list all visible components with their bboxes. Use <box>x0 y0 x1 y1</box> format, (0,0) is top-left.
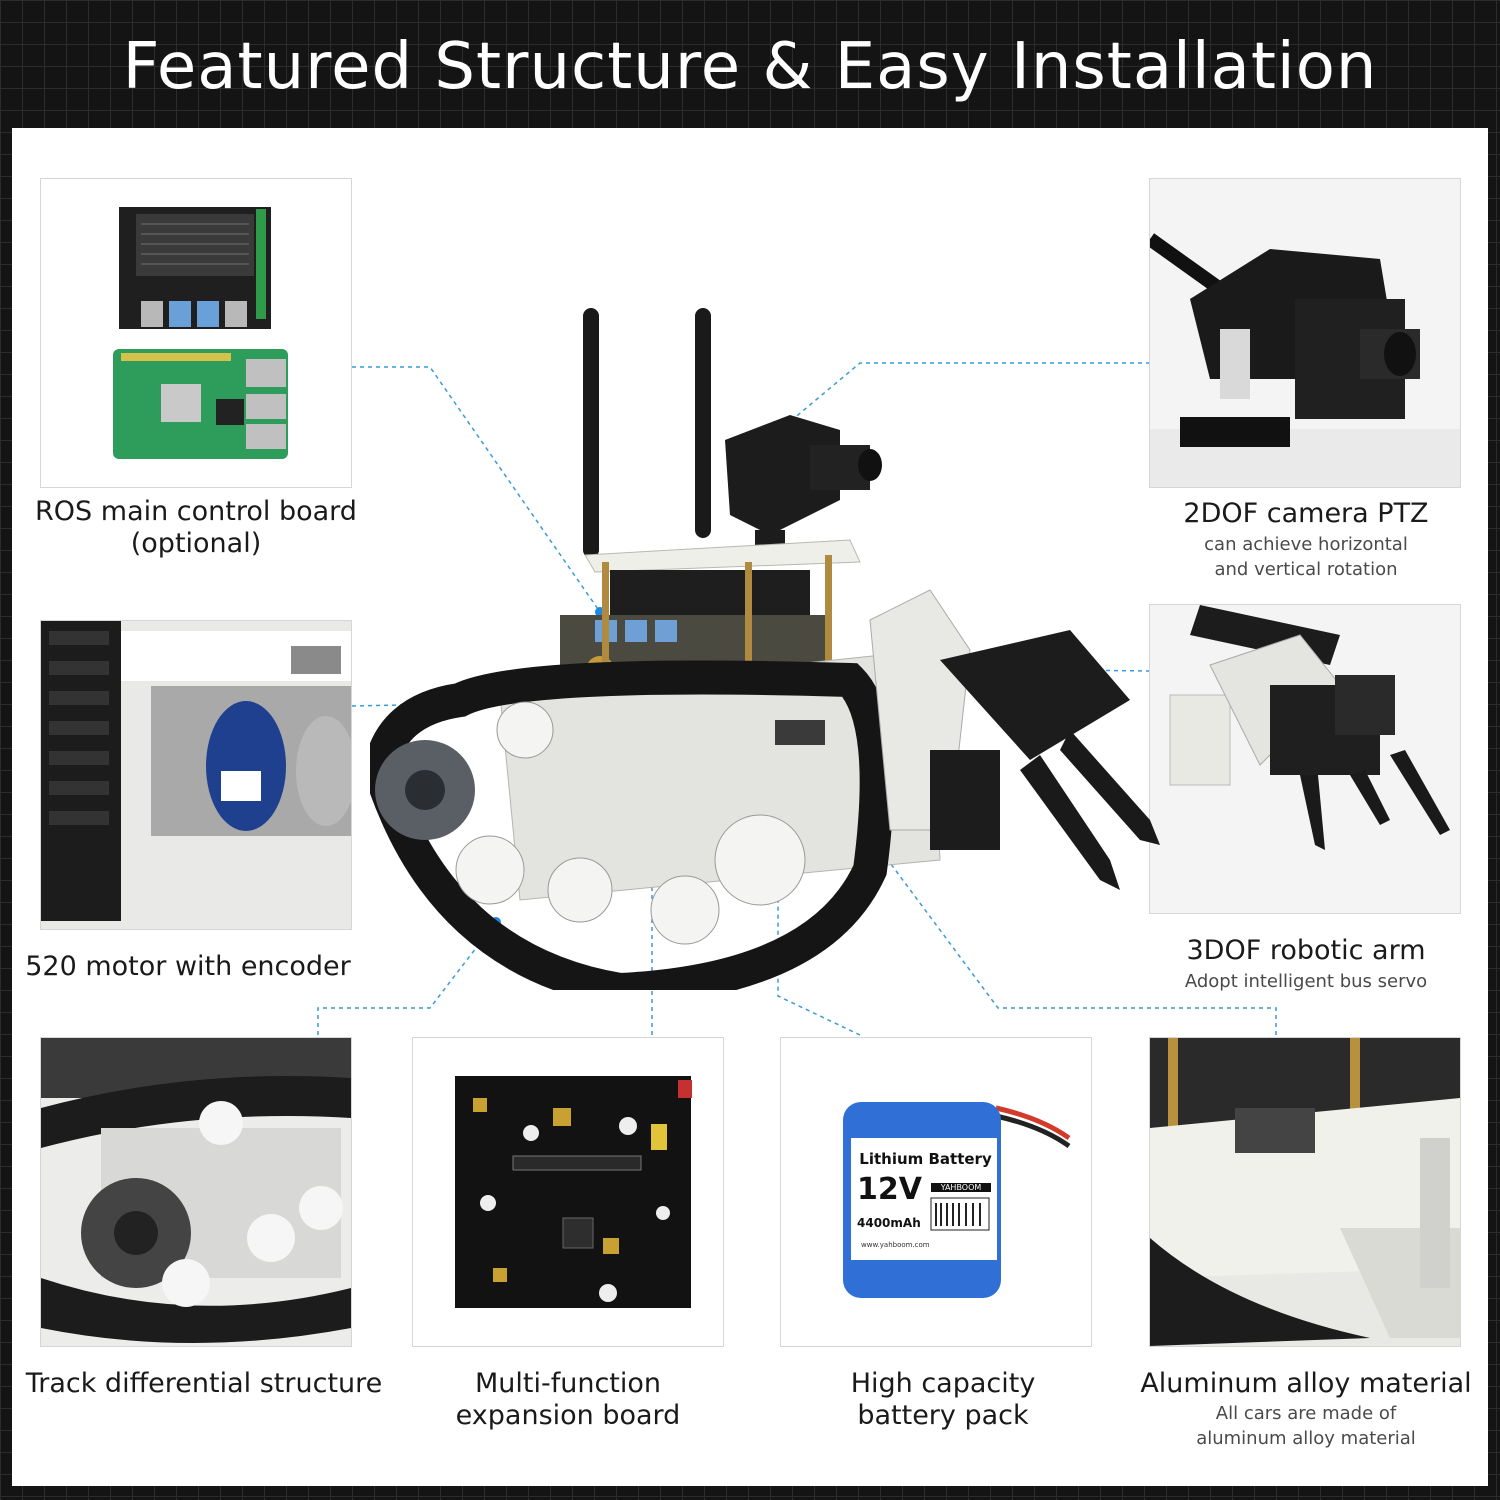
aluminum-desc-line2: aluminum alloy material <box>1196 1428 1416 1449</box>
motor-label: 520 motor with encoder <box>25 951 351 982</box>
ros-board-label-line1: ROS main control board <box>35 496 357 527</box>
aluminum-thumbnail <box>1149 1037 1461 1347</box>
page-title: Featured Structure & Easy Installation <box>122 30 1378 104</box>
raspberry-pi-board-image <box>113 349 288 459</box>
robotic-arm-image <box>1169 605 1450 850</box>
camera-thumbnail <box>1149 178 1461 488</box>
battery-label-line2: battery pack <box>857 1400 1029 1431</box>
ros-board-label-line2: (optional) <box>130 528 262 559</box>
camera-ptz-image <box>1150 233 1460 487</box>
battery-pack-title: Lithium Battery <box>859 1150 992 1168</box>
aluminum-label: Aluminum alloy material <box>1140 1368 1472 1399</box>
motor-thumbnail <box>40 620 352 930</box>
expansion-board-label-line1: Multi-function <box>474 1368 662 1399</box>
aluminum-desc-line1: All cars are made of <box>1215 1403 1397 1424</box>
expansion-board-thumbnail <box>412 1037 724 1347</box>
battery-pack-site: www.yahboom.com <box>861 1241 930 1249</box>
arm-label: 3DOF robotic arm <box>1186 935 1426 966</box>
arm-thumbnail <box>1149 604 1461 914</box>
battery-pack-capacity: 4400mAh <box>857 1216 921 1230</box>
battery-image <box>843 1102 1071 1298</box>
robot-car-image <box>370 308 1160 990</box>
track-label: Track differential structure <box>25 1368 383 1399</box>
arm-desc: Adopt intelligent bus servo <box>1184 971 1428 992</box>
motor-image <box>41 621 351 921</box>
expansion-board-image <box>455 1076 692 1308</box>
jetson-board-image <box>119 207 271 329</box>
battery-pack-brand: YAHBOOM <box>931 1183 991 1192</box>
expansion-board-label-line2: expansion board <box>455 1400 681 1431</box>
battery-thumbnail: Lithium Battery 12V YAHBOOM 4400mAh www.… <box>780 1037 1092 1347</box>
battery-label-line1: High capacity <box>850 1368 1036 1399</box>
aluminum-chassis-image <box>1150 1038 1460 1346</box>
camera-desc-line1: can achieve horizontal <box>1204 534 1408 555</box>
camera-desc-line2: and vertical rotation <box>1214 559 1398 580</box>
track-thumbnail <box>40 1037 352 1347</box>
track-image <box>41 1038 351 1343</box>
battery-pack-voltage: 12V <box>857 1172 922 1207</box>
camera-label: 2DOF camera PTZ <box>1183 498 1429 529</box>
ros-board-thumbnail <box>40 178 352 488</box>
